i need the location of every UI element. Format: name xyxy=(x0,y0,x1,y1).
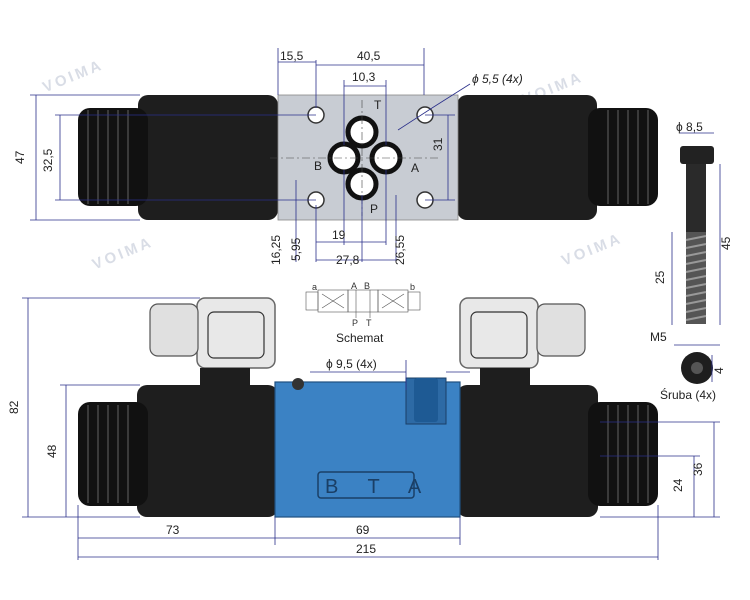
left-coil-side xyxy=(137,385,278,517)
schematic-port-b: B xyxy=(364,281,370,291)
schematic-a: a xyxy=(312,282,317,292)
screw-len-25: 25 xyxy=(653,270,667,284)
dim-26-55: 26,55 xyxy=(393,235,407,265)
watermark-brand: VOIMA xyxy=(90,234,156,274)
left-knob-side xyxy=(78,402,148,506)
dim-73: 73 xyxy=(166,523,180,537)
dim-31: 31 xyxy=(431,137,445,151)
port-label-a: A xyxy=(411,161,419,175)
right-coil-side xyxy=(457,385,598,517)
dim-27-8: 27,8 xyxy=(336,253,360,267)
dim-48: 48 xyxy=(45,444,59,458)
watermark-brand: VOIMA xyxy=(559,230,625,270)
right-coil xyxy=(457,95,597,220)
schematic-port-t: T xyxy=(366,318,372,328)
dim-82: 82 xyxy=(7,400,21,414)
dim-69: 69 xyxy=(356,523,370,537)
dim-19: 19 xyxy=(332,228,346,242)
dim-16-25: 16,25 xyxy=(269,235,283,265)
screw-view: ϕ 8,5 45 25 M5 4 Śruba (4x) xyxy=(650,120,733,402)
screw-dia: ϕ 8,5 xyxy=(676,120,703,134)
side-view: B T A ϕ 9,5 (4x) 82 48 36 24 xyxy=(7,297,720,560)
hydraulic-schematic: a b A B P T Schemat xyxy=(305,281,421,345)
dim-15-5: 15,5 xyxy=(280,49,304,63)
screw-len-45: 45 xyxy=(719,236,733,250)
dim-hole-5-5: ϕ 5,5 (4x) xyxy=(472,72,523,86)
port-label-b: B xyxy=(314,159,322,173)
dim-47: 47 xyxy=(13,150,27,164)
dim-36: 36 xyxy=(691,462,705,476)
screw-head xyxy=(680,146,714,164)
dim-40-5: 40,5 xyxy=(357,49,381,63)
screw-caption: Śruba (4x) xyxy=(660,387,716,402)
schematic-b: b xyxy=(410,282,415,292)
right-cable-gland xyxy=(536,303,586,357)
schematic-port-a: A xyxy=(351,281,357,291)
dim-24: 24 xyxy=(671,478,685,492)
bleed-screw xyxy=(292,378,304,390)
dim-32-5: 32,5 xyxy=(41,148,55,172)
watermark-brand: VOIMA xyxy=(40,56,106,96)
dim-10-3: 10,3 xyxy=(352,70,376,84)
port-label-t: T xyxy=(374,98,382,112)
bta-label: B T A xyxy=(325,476,433,498)
screw-dim-4: 4 xyxy=(712,367,726,374)
left-cable-gland xyxy=(149,303,199,357)
schematic-caption: Schemat xyxy=(336,331,384,345)
top-view: T B A P 15,5 40,5 10,3 ϕ 5,5 (4x) xyxy=(13,48,658,267)
right-knob-side xyxy=(588,402,658,506)
hex-socket-icon xyxy=(691,362,703,374)
screw-thread-m5: M5 xyxy=(650,330,667,344)
port-label-p: P xyxy=(370,202,378,216)
screw-shank xyxy=(686,164,706,232)
schematic-port-p: P xyxy=(352,318,358,328)
left-knob xyxy=(78,108,148,206)
right-knob xyxy=(588,108,658,206)
left-coil xyxy=(138,95,278,220)
bta-plate xyxy=(317,471,415,499)
dim-215: 215 xyxy=(356,542,376,556)
dim-hole-9-5: ϕ 9,5 (4x) xyxy=(326,357,377,371)
dim-5-95: 5,95 xyxy=(289,237,303,261)
